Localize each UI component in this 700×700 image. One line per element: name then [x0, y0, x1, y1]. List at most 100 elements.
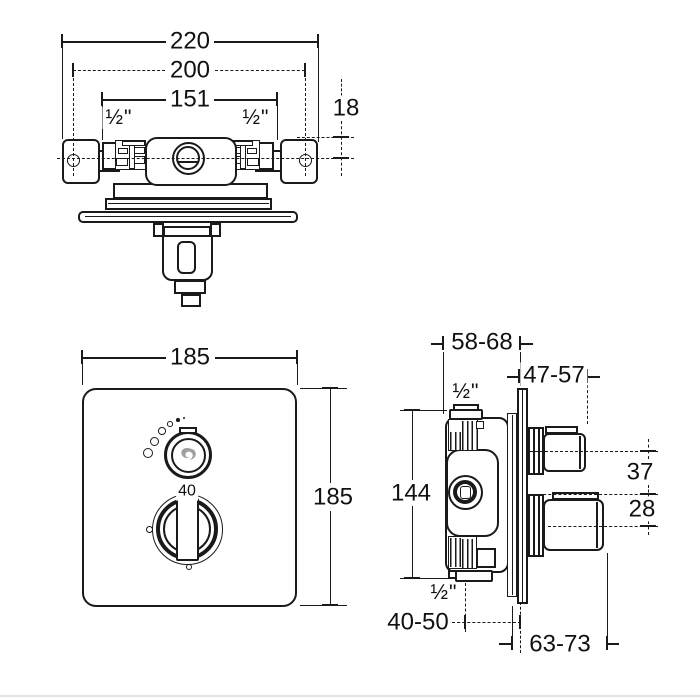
drawing-line [85, 216, 291, 218]
faceplate [82, 388, 297, 607]
drawing-line [108, 203, 269, 205]
drawing-line [73, 70, 165, 71]
drawing-line [518, 369, 520, 383]
drawing-line [412, 411, 414, 480]
dim-connections: 151 [166, 86, 214, 112]
drawing-line [462, 539, 476, 568]
drawing-line [214, 99, 277, 101]
drawing-line [330, 388, 332, 483]
cartridge-tab-right [210, 223, 221, 237]
drawing-line [450, 538, 461, 567]
cartridge-step2 [181, 294, 201, 307]
mid-axis [533, 494, 658, 495]
drawing-line [214, 41, 318, 43]
drawing-line [512, 606, 514, 636]
drawing-line [606, 636, 608, 650]
drawing-line [452, 622, 521, 623]
drawing-line [297, 137, 354, 138]
dim-bottom-depth: 40-50 [384, 609, 452, 635]
drawing-line [341, 79, 342, 96]
body-step-bottom [476, 548, 496, 568]
footer-strip [0, 695, 700, 697]
drawing-line [640, 493, 656, 495]
drawing-line [640, 525, 656, 527]
drawing-line [81, 350, 83, 364]
drawing-line [181, 447, 196, 460]
temp-marker-left [145, 525, 153, 533]
drawing-line [176, 418, 180, 422]
drawing-line [519, 336, 521, 350]
drawing-line [318, 34, 320, 142]
dim-hole-centers: 200 [166, 57, 214, 83]
bottom-knob-side [543, 499, 604, 551]
label-left-connection: ½" [102, 106, 136, 130]
drawing-line [333, 157, 349, 159]
drawing-line [596, 502, 598, 548]
drawing-line [476, 421, 484, 429]
drawing-line [300, 388, 347, 390]
drawing-line [82, 362, 84, 385]
drawing-line [102, 99, 166, 101]
drawing-line [443, 352, 445, 414]
drawing-line [431, 343, 444, 345]
drawing-line [296, 350, 298, 364]
drawing-line [607, 643, 619, 645]
drawing-line [507, 376, 519, 378]
temp-marker-bottom [185, 563, 193, 571]
bottom-knob-stem [528, 494, 544, 557]
label-bottom-connection: ½" [427, 581, 461, 605]
drawing-line [73, 63, 74, 176]
drawing-line [240, 145, 246, 169]
dim-bottom-projection: 63-73 [526, 631, 594, 657]
drawing-line [300, 605, 347, 607]
drawing-line [400, 410, 447, 412]
drawing-line [82, 357, 166, 359]
drawing-line [277, 92, 279, 140]
dim-body-depth: 58-68 [448, 329, 516, 355]
drawing-line [247, 148, 257, 154]
drawing-line [522, 390, 524, 602]
drawing-line [297, 362, 299, 385]
drawing-line [215, 70, 305, 71]
drawing-line [520, 343, 533, 345]
drawing-line [519, 615, 521, 629]
diverter-knob-tab [179, 427, 197, 434]
top-outlet-axis [530, 451, 658, 452]
drawing-line [640, 450, 656, 452]
dim-outlet-offset: 28 [625, 496, 659, 522]
drawing-line [512, 415, 514, 595]
drawing-line [305, 63, 306, 176]
drawing-line [648, 485, 649, 497]
bottom-cap [455, 570, 493, 582]
drawing-line [158, 427, 166, 435]
side-port-slot [460, 486, 471, 499]
drawing-line [330, 511, 332, 605]
temp-40-label: 40 [176, 482, 198, 501]
dim-knob-projection: 47-57 [520, 362, 588, 388]
drawing-line [341, 121, 342, 176]
drawing-line [400, 578, 453, 580]
drawing-line [538, 496, 540, 555]
drawing-line [464, 615, 466, 629]
drawing-line [462, 421, 477, 450]
drawing-line [149, 436, 159, 446]
dim-bracket-offset: 18 [329, 95, 363, 121]
drawing-line [499, 643, 512, 645]
drawing-line [587, 376, 600, 378]
drawing-line [607, 553, 609, 650]
top-knob-tab [545, 426, 578, 434]
drawing-line [62, 34, 64, 139]
drawing-line [511, 636, 513, 650]
drawing-line [579, 436, 581, 469]
drawing-line [333, 136, 349, 138]
drawing-line [215, 357, 297, 359]
drawing-line [533, 496, 535, 555]
diverter-knob-face [170, 437, 206, 473]
drawing-line [442, 336, 444, 350]
drawing-line [62, 41, 166, 43]
cartridge-step1 [174, 280, 206, 294]
drawing-line [118, 148, 128, 154]
